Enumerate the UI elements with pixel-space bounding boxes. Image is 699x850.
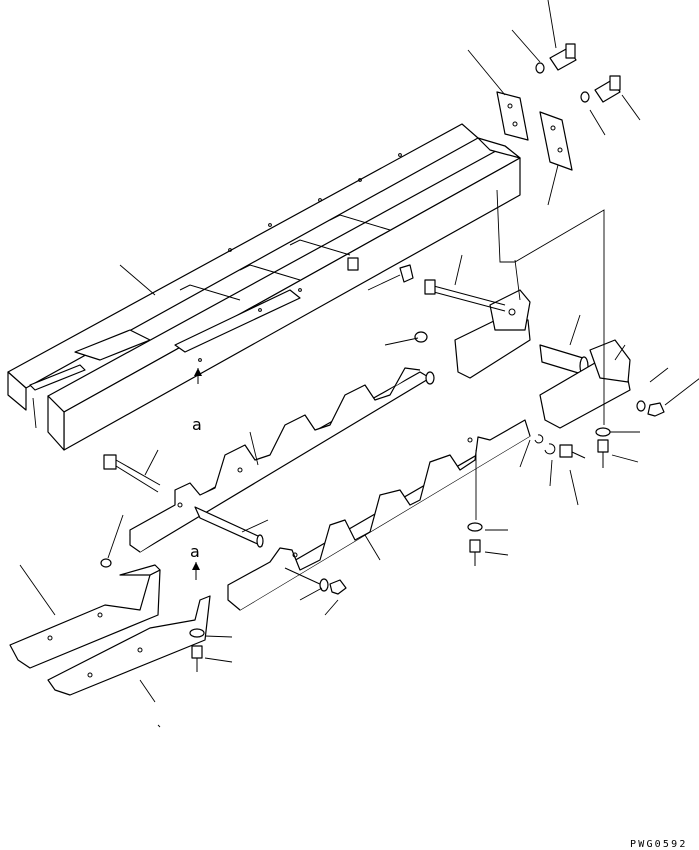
view-arrow-bottom	[192, 562, 200, 580]
top-bolt-1	[549, 43, 577, 71]
long-bolt	[424, 279, 506, 312]
mounting-plate-right	[539, 111, 573, 171]
sleeve-pin	[539, 344, 589, 376]
lower-skid-rail-1	[9, 564, 161, 669]
small-nuts-right	[595, 400, 665, 468]
rear-bracket-upper	[454, 289, 531, 379]
washer-c-right	[534, 434, 586, 459]
plug-cap-1	[399, 264, 414, 283]
top-washer-1	[535, 62, 545, 74]
plug-cap-2	[414, 331, 428, 343]
bolt-middle-left	[103, 454, 161, 493]
rear-bracket-lower	[539, 339, 631, 429]
view-label-bottom: a	[190, 542, 200, 561]
drawing-code: PWG0592	[630, 839, 688, 850]
pin-middle	[194, 506, 264, 548]
lower-bolt-washer	[189, 628, 205, 672]
lower-skid-rail-2	[47, 595, 211, 696]
front-track-guard	[227, 419, 531, 611]
frame-holes	[198, 153, 402, 362]
center-bolt	[467, 522, 483, 566]
view-arrow-top	[194, 368, 202, 384]
front-stud-washer-nut	[284, 567, 347, 595]
track-frame	[7, 123, 521, 451]
middle-track-guard	[129, 367, 435, 553]
top-washer-2	[580, 91, 590, 103]
leader-lines	[19, 0, 699, 728]
plug-cap-3	[100, 558, 112, 568]
top-bolt-2	[594, 75, 621, 103]
view-label-top: a	[192, 415, 202, 434]
mounting-plate-left	[496, 91, 529, 141]
